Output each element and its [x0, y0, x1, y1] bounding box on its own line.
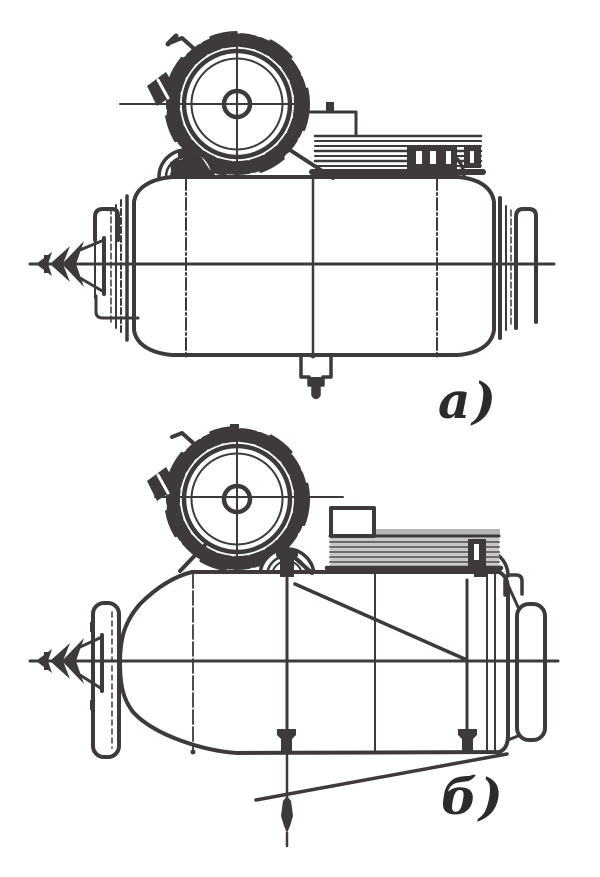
nose-bracket-b [78, 633, 104, 693]
nose-bracket-a [78, 236, 106, 296]
right-lug-handle-b [503, 573, 524, 597]
right-handle-a [514, 207, 538, 330]
toothed-ring-a [119, 31, 310, 178]
mount-clamps-a [178, 150, 195, 177]
toothed-ring-b [147, 424, 344, 572]
figure-b-label: б) [441, 767, 505, 826]
right-flange-a [498, 196, 512, 340]
figure-a-drawing [28, 31, 556, 400]
bottom-fittings-b [277, 729, 477, 752]
fin-stack-a [298, 102, 486, 175]
figure-b-drawing [28, 424, 560, 848]
rigging-cables-b [254, 582, 509, 802]
bottom-fitting-a [299, 354, 333, 400]
stack-box-b [329, 506, 376, 538]
nose-dart-a [31, 241, 97, 287]
fin-stack-b [324, 506, 504, 571]
plumb-weight-b [281, 750, 293, 848]
shell-seams-a [183, 176, 440, 359]
figure-a-label: а) [438, 371, 499, 430]
nose-dart-b [31, 638, 97, 684]
left-cap-b [90, 601, 121, 759]
ring-lever-icon [170, 431, 202, 451]
right-cap-b [506, 583, 547, 742]
ring-lever-icon [170, 36, 202, 56]
stack-pipe-a [298, 110, 358, 136]
